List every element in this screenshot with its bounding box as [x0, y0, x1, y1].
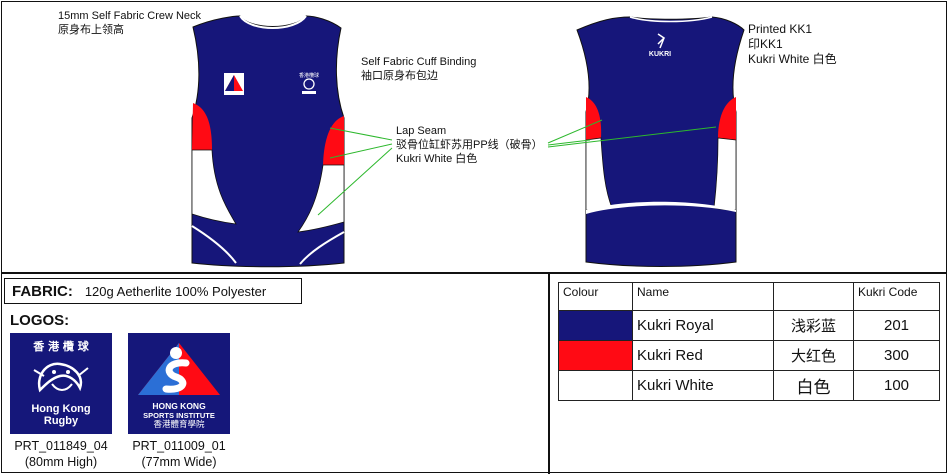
table-row: Kukri White 白色 100: [558, 370, 940, 401]
front-rugby-badge: 香港欖球: [299, 70, 319, 96]
hk-rugby-logo-line1: Hong Kong: [31, 403, 91, 415]
colour-swatch: [558, 310, 633, 341]
colour-name: Kukri Royal: [632, 310, 774, 341]
hk-rugby-logo-code: PRT_011849_04: [14, 439, 108, 453]
neck-annotation-en: 15mm Self Fabric Crew Neck: [58, 10, 202, 22]
lap-seam-annotation-cn: 驳骨位缸虾苏用PP线（破骨）: [396, 139, 543, 151]
hksi-logo-size: (77mm Wide): [141, 455, 217, 469]
hk-rugby-logo-chinese: 香 港 欖 球: [33, 340, 89, 353]
logos-title: LOGOS:: [10, 312, 70, 329]
front-left-red-panel: [192, 103, 212, 150]
back-neckline: [629, 16, 713, 23]
table-row: Kukri Royal 浅彩蓝 201: [558, 310, 940, 341]
print-annotation-en: Printed KK1: [748, 22, 813, 36]
hksi-logo-chinese: 香港體育學院: [153, 420, 205, 430]
back-hem-white-curve: [586, 201, 736, 214]
lap-seam-annotation: Lap Seam 驳骨位缸虾苏用PP线（破骨） Kukri White 白色: [396, 124, 543, 166]
colour-chinese-name: 白色: [773, 370, 854, 401]
colour-name: Kukri White: [632, 370, 774, 401]
section-divider-vertical: [548, 273, 550, 474]
front-vest-body: [191, 15, 345, 268]
cuff-annotation-cn: 袖口原身布包边: [361, 70, 438, 82]
colour-table: Colour Name Kukri Code Kukri Royal 浅彩蓝 2…: [558, 282, 940, 401]
header-chinese: [773, 282, 854, 311]
front-hem-stripe-left: [191, 225, 237, 264]
colour-chinese-name: 浅彩蓝: [773, 310, 854, 341]
back-vest: KUKRI: [576, 16, 745, 267]
header-colour: Colour: [558, 282, 633, 311]
colour-code: 100: [853, 370, 940, 401]
back-left-red-panel: [586, 97, 602, 140]
garment-drawing: 香港欖球 KUKRI: [191, 15, 745, 268]
hk-rugby-logo: 香 港 欖 球 Hong Kong Rugby: [10, 333, 112, 434]
colour-name: Kukri Red: [632, 340, 774, 371]
print-annotation-cn: 印KK1: [748, 37, 783, 51]
print-annotation: Printed KK1 印KK1 Kukri White 白色: [748, 22, 837, 67]
neck-annotation: 15mm Self Fabric Crew Neck 原身布上领高: [58, 9, 201, 37]
table-row: Kukri Red 大红色 300: [558, 340, 940, 371]
lap-seam-annotation-en: Lap Seam: [396, 125, 447, 137]
hksi-triangle-icon: [138, 343, 220, 395]
hk-rugby-logo-caption: PRT_011849_04 (80mm High): [4, 438, 118, 470]
colour-table-header: Colour Name Kukri Code: [558, 282, 940, 311]
front-vest: 香港欖球: [191, 15, 345, 268]
back-logo-text: KUKRI: [649, 51, 671, 58]
front-right-white-panel: [297, 164, 345, 233]
neck-annotation-cn: 原身布上领高: [58, 24, 124, 36]
back-right-red-panel: [718, 97, 736, 140]
lap-seam-annotation-colour: Kukri White 白色: [396, 153, 478, 165]
print-annotation-colour: Kukri White 白色: [748, 52, 837, 66]
front-left-white-panel: [191, 149, 237, 225]
colour-code: 300: [853, 340, 940, 371]
hksi-logo-line1: HONG KONG: [152, 401, 206, 411]
front-badge-text: 香港欖球: [299, 72, 319, 79]
front-hem-stripe-right: [299, 231, 345, 265]
front-hksi-badge: [224, 73, 244, 95]
header-name: Name: [632, 282, 774, 311]
hksi-logo-line2: SPORTS INSTITUTE: [143, 411, 215, 420]
fabric-box: FABRIC: 120g Aetherlite 100% Polyester: [4, 278, 302, 304]
back-kukri-logo: KUKRI: [649, 33, 671, 58]
colour-code: 201: [853, 310, 940, 341]
colour-swatch: [558, 370, 633, 401]
cuff-annotation: Self Fabric Cuff Binding 袖口原身布包边: [361, 55, 476, 83]
hksi-logo: HONG KONG SPORTS INSTITUTE 香港體育學院: [128, 333, 230, 434]
front-right-red-panel: [323, 116, 344, 165]
leader-lines: [317, 119, 717, 216]
fabric-label: FABRIC:: [12, 282, 73, 300]
hk-rugby-logo-line2: Rugby: [43, 415, 79, 427]
section-divider-horizontal: [1, 272, 947, 274]
dragon-icon: [33, 362, 89, 393]
colour-swatch: [558, 340, 633, 371]
header-kukri-code: Kukri Code: [853, 282, 940, 311]
cuff-annotation-en: Self Fabric Cuff Binding: [361, 56, 477, 68]
fabric-value: 120g Aetherlite 100% Polyester: [84, 283, 267, 299]
colour-chinese-name: 大红色: [773, 340, 854, 371]
hksi-logo-code: PRT_011009_01: [132, 439, 226, 453]
hksi-logo-caption: PRT_011009_01 (77mm Wide): [122, 438, 236, 470]
front-neckline: [239, 15, 307, 29]
hk-rugby-logo-size: (80mm High): [24, 455, 98, 469]
